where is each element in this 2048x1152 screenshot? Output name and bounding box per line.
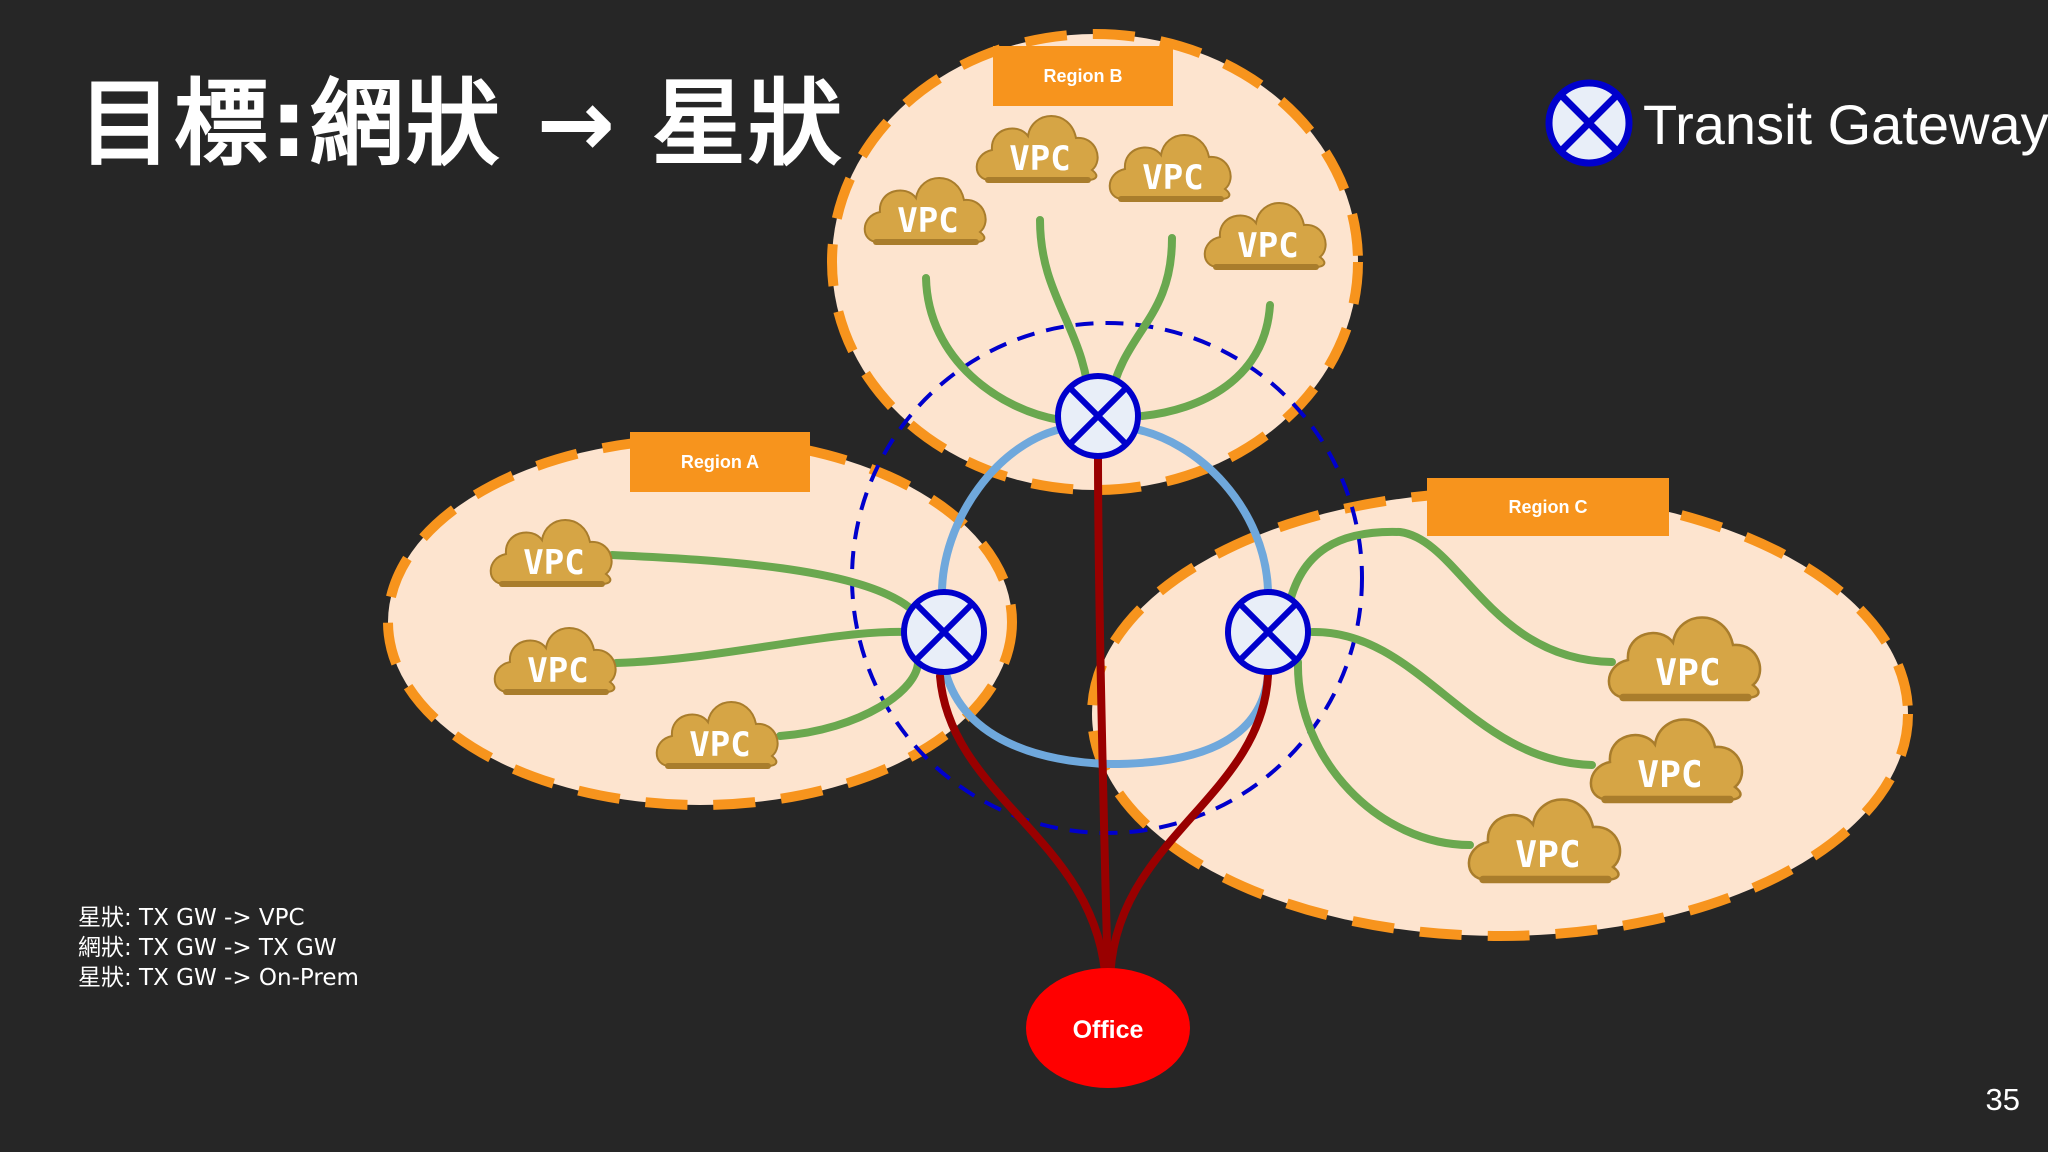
vpc-link — [1284, 527, 1616, 666]
vpc-link — [1293, 658, 1474, 849]
region-b-label-bg — [993, 46, 1173, 106]
region-c-label: Region C — [1509, 497, 1588, 517]
legend-label: Transit Gateway — [1643, 93, 2048, 156]
gateway-peering-link — [940, 662, 1272, 769]
vpc-label: VPC — [897, 201, 958, 241]
transit-gateway-icon — [1055, 373, 1141, 459]
vpc-cloud-icon: VPC — [491, 520, 612, 584]
region-b-area — [827, 29, 1363, 495]
vpc-label: VPC — [1009, 139, 1070, 179]
on-prem-link — [1094, 451, 1112, 989]
vpc-label: VPC — [1515, 833, 1580, 876]
notes-list: 星狀: TX GW -> VPC 網狀: TX GW -> TX GW 星狀: … — [78, 903, 359, 993]
vpc-cloud-icon: VPC — [1609, 618, 1760, 698]
vpc-link — [612, 627, 910, 667]
gateway-peering-link — [1126, 424, 1272, 594]
transit-gateway-icon — [1225, 589, 1311, 675]
page-number: 35 — [1985, 1082, 2020, 1117]
vpc-label: VPC — [1655, 651, 1720, 694]
gateway-peering-link — [937, 424, 1070, 602]
vpc-cloud-icon: VPC — [1469, 800, 1620, 880]
vpc-label: VPC — [1142, 158, 1203, 198]
slide-title: 目標:網狀 → 星狀 — [78, 70, 844, 179]
vpc-label: VPC — [689, 725, 750, 765]
vpc-cloud-icon: VPC — [657, 702, 778, 766]
note-star-vpc: 星狀: TX GW -> VPC — [78, 905, 305, 931]
transit-gateway-icon — [901, 589, 987, 675]
note-mesh-gateway: 網狀: TX GW -> TX GW — [78, 935, 337, 961]
vpc-label: VPC — [1637, 753, 1702, 796]
vpc-link — [1138, 301, 1274, 420]
vpc-label: VPC — [527, 651, 588, 691]
vpc-cloud-icon: VPC — [1205, 203, 1326, 267]
vpc-link — [922, 274, 1064, 424]
on-prem-link — [936, 672, 1110, 989]
vpc-cloud-icon: VPC — [1110, 135, 1231, 199]
vpc-cloud-icon: VPC — [977, 116, 1098, 180]
vpc-label: VPC — [523, 543, 584, 583]
vpc-link — [1106, 234, 1176, 404]
office-node — [1026, 968, 1190, 1088]
on-prem-link — [1106, 671, 1272, 989]
note-star-onprem: 星狀: TX GW -> On-Prem — [78, 965, 359, 991]
region-b-label: Region B — [1044, 66, 1123, 86]
region-c-label-bg — [1427, 478, 1669, 536]
vpc-link — [776, 656, 922, 740]
vpc-cloud-icon: VPC — [1591, 720, 1742, 800]
vpc-link — [1308, 627, 1596, 769]
vpc-link — [608, 551, 914, 612]
region-a-label-bg — [630, 432, 810, 492]
office-label: Office — [1073, 1016, 1144, 1044]
vpc-cloud-icon: VPC — [495, 628, 616, 692]
vpc-label: VPC — [1237, 226, 1298, 266]
vpc-cloud-icon: VPC — [865, 178, 986, 242]
region-a-label: Region A — [681, 452, 759, 472]
transit-gateway-icon — [1545, 79, 1633, 167]
